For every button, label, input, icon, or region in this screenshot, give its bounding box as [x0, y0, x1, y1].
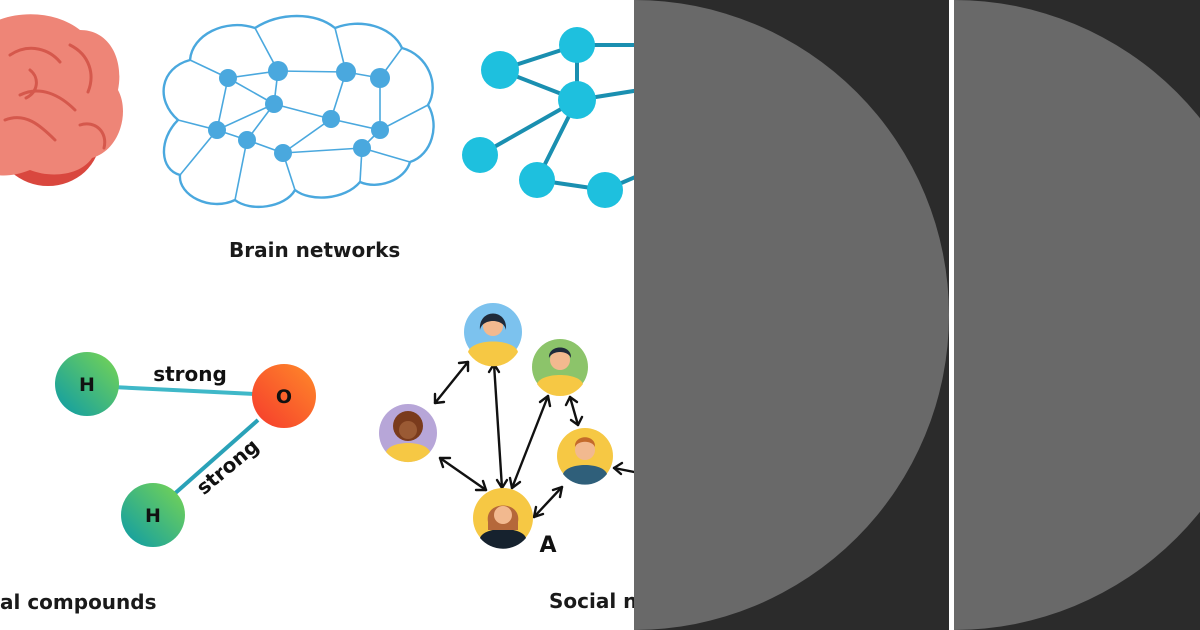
person-avatar-top	[464, 303, 522, 367]
molecule-diagram: H O H strong strong	[55, 352, 316, 547]
atom-label-h-top: H	[79, 374, 95, 396]
hydrogen-atom-bottom	[121, 483, 185, 547]
person-avatar-right	[557, 428, 613, 485]
half-disc-right	[954, 0, 1200, 630]
caption-brain-networks: Brain networks	[229, 238, 401, 262]
brain-network-icon	[162, 14, 435, 208]
graph-network-icon	[462, 27, 634, 208]
panel-divider	[949, 0, 954, 630]
node-label-a: A	[539, 533, 556, 558]
caption-chemical-compounds: al compounds	[0, 590, 157, 614]
dark-panel-left	[634, 0, 949, 630]
network-illustration-strip: H O H strong strong	[0, 14, 634, 614]
oxygen-atom	[252, 364, 316, 428]
person-avatar-a	[473, 488, 533, 549]
half-disc-left	[634, 0, 949, 630]
dark-panel-right	[954, 0, 1200, 630]
bond-line-bottom	[170, 418, 260, 498]
person-avatar-right-top	[532, 339, 588, 397]
hydrogen-atom-top	[55, 352, 119, 416]
brain-network-nodes	[208, 61, 390, 162]
illustration-svg: H O H strong strong	[0, 14, 634, 558]
caption-social-networks: Social n	[549, 589, 634, 613]
person-avatar-left	[379, 404, 437, 463]
anatomical-brain-icon	[0, 14, 123, 186]
atom-label-h-bottom: H	[145, 505, 161, 527]
bond-line-top	[111, 385, 257, 396]
social-network-diagram: A	[379, 303, 634, 558]
bond-label-top: strong	[153, 362, 227, 386]
atom-label-o: O	[276, 386, 292, 408]
